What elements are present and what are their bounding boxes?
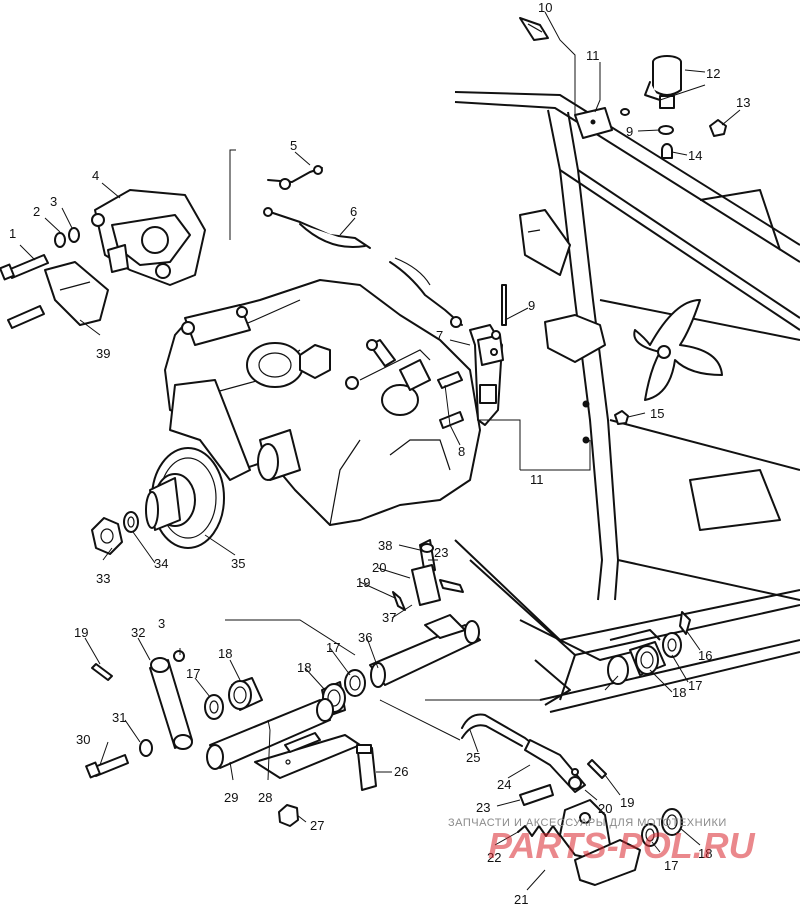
callout-15: 15 <box>650 406 664 421</box>
brake-pad-bracket <box>7 261 109 329</box>
caliper-washers <box>54 227 80 248</box>
callout-13: 13 <box>736 95 750 110</box>
reservoir-bolt <box>519 17 549 41</box>
callout-11a: 11 <box>586 48 600 63</box>
callout-3a: 3 <box>50 194 57 209</box>
caliper-bolt <box>0 254 49 281</box>
vehicle-frame <box>454 91 800 713</box>
brake-hose <box>263 207 463 328</box>
callout-8: 8 <box>458 444 465 459</box>
callout-19b: 19 <box>74 625 88 640</box>
callout-33: 33 <box>96 571 110 586</box>
callout-36: 36 <box>358 630 372 645</box>
callout-29: 29 <box>224 790 238 805</box>
pedal-bushings <box>204 677 263 720</box>
callout-4: 4 <box>92 168 99 183</box>
reservoir <box>644 55 682 109</box>
callout-14: 14 <box>688 148 702 163</box>
leader-lines <box>19 11 741 891</box>
lever-bushings <box>641 808 683 847</box>
brake-rod-assembly <box>392 539 464 611</box>
callout-38: 38 <box>378 538 392 553</box>
callout-24: 24 <box>497 777 511 792</box>
clevis-pin <box>519 784 554 806</box>
brake-line-fitting <box>267 165 323 190</box>
callout-5: 5 <box>290 138 297 153</box>
watermark: ЗАПЧАСТИ И АКСЕССУАРЫ ДЛЯ МОТОТЕХНИКИ PA… <box>448 817 756 866</box>
watermark-caption: ЗАПЧАСТИ И АКСЕССУАРЫ ДЛЯ МОТОТЕХНИКИ <box>448 817 727 829</box>
brake-caliper <box>91 189 206 286</box>
callout-18d: 18 <box>672 685 686 700</box>
callout-2: 2 <box>33 204 40 219</box>
brake-disc <box>145 447 225 549</box>
callout-23b: 23 <box>476 800 490 815</box>
axle-washer <box>123 511 139 533</box>
callout-35: 35 <box>231 556 245 571</box>
transmission-housing <box>164 279 481 526</box>
callout-34: 34 <box>154 556 168 571</box>
callout-17c: 17 <box>664 858 678 873</box>
callout-19a: 19 <box>356 575 370 590</box>
callout-39: 39 <box>96 346 110 361</box>
callout-37: 37 <box>382 610 396 625</box>
callout-20a: 20 <box>372 560 386 575</box>
callout-26: 26 <box>394 764 408 779</box>
callout-17d: 17 <box>688 678 702 693</box>
master-cylinder <box>437 284 507 429</box>
reservoir-small-parts <box>614 108 727 425</box>
callout-7: 7 <box>436 328 443 343</box>
callout-22: 22 <box>487 850 501 865</box>
callout-18c: 18 <box>698 846 712 861</box>
brake-lever <box>559 799 641 886</box>
rod-clevis <box>524 739 586 793</box>
axle-nut <box>91 517 123 555</box>
callout-10: 10 <box>538 0 552 15</box>
callout-9a: 9 <box>626 124 633 139</box>
callout-3b: 3 <box>158 616 165 631</box>
callout-28: 28 <box>258 790 272 805</box>
callout-18b: 18 <box>218 646 232 661</box>
callout-1: 1 <box>9 226 16 241</box>
callout-25: 25 <box>466 750 480 765</box>
brake-shaft <box>369 614 481 688</box>
plate-bolt <box>356 744 377 791</box>
callout-18a: 18 <box>297 660 311 675</box>
brake-rod <box>461 713 541 751</box>
callout-17b: 17 <box>186 666 200 681</box>
callout-17a: 17 <box>326 640 340 655</box>
callout-9b: 9 <box>528 298 535 313</box>
cotter-pin-right <box>587 759 607 779</box>
callout-16: 16 <box>698 648 712 663</box>
pedal-bolt <box>85 739 153 779</box>
callout-11b: 11 <box>530 472 544 487</box>
brake-pedal-arm <box>149 650 193 750</box>
callout-20b: 20 <box>598 801 612 816</box>
return-spring <box>517 825 561 837</box>
callout-31: 31 <box>112 710 126 725</box>
frame-bushings <box>607 611 691 685</box>
callouts: 1 2 3 4 5 6 39 10 11 12 13 9 14 9 7 15 8… <box>9 0 750 907</box>
callout-19c: 19 <box>620 795 634 810</box>
callout-6: 6 <box>350 204 357 219</box>
plate-nut <box>278 804 299 827</box>
callout-30: 30 <box>76 732 90 747</box>
reservoir-bracket <box>574 107 613 139</box>
callout-27: 27 <box>310 818 324 833</box>
callout-21: 21 <box>514 892 528 907</box>
callout-12: 12 <box>706 66 720 81</box>
callout-23a: 23 <box>434 545 448 560</box>
watermark-brand: PARTS-POL.RU <box>488 825 756 866</box>
callout-32: 32 <box>131 625 145 640</box>
cotter-pin-left <box>91 663 113 681</box>
